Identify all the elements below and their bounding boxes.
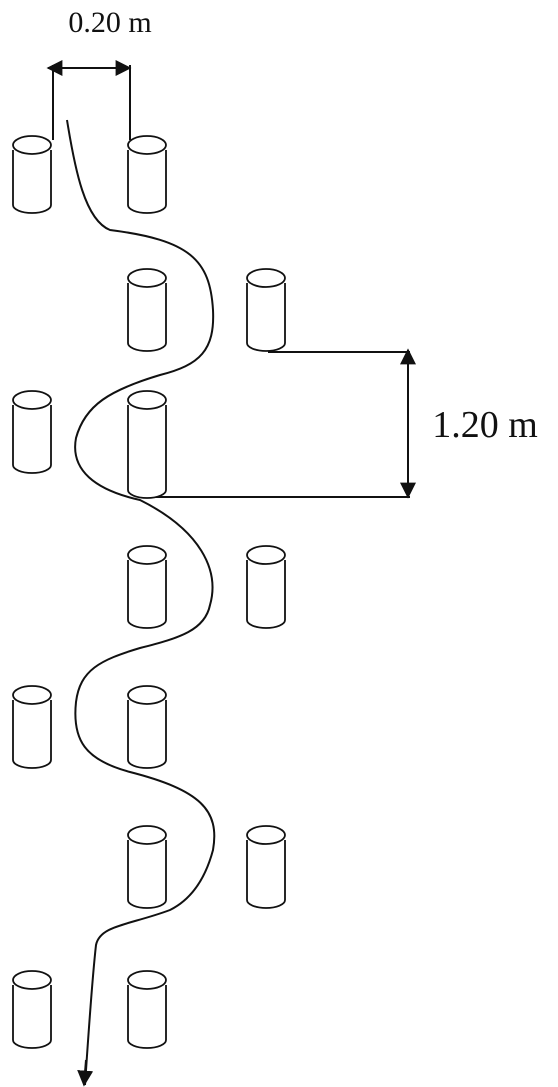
distance-dimension: 1.20 m — [147, 348, 538, 499]
cone — [127, 390, 167, 499]
slalom-path — [66, 119, 216, 1086]
cone — [127, 685, 167, 769]
path-end-arrow — [77, 1059, 94, 1087]
cone — [127, 825, 167, 909]
cone — [246, 268, 286, 352]
cone — [127, 545, 167, 629]
cone — [127, 135, 167, 214]
cone — [12, 135, 52, 214]
cone — [246, 545, 286, 629]
cone-row-4 — [127, 545, 286, 629]
spacing-label: 0.20 m — [68, 6, 151, 39]
cone — [12, 685, 52, 769]
cone-row-1 — [12, 135, 167, 214]
cone — [127, 268, 167, 352]
cone-row-2 — [127, 268, 286, 352]
cone — [12, 970, 52, 1049]
cone-row-3 — [12, 390, 167, 499]
cone — [246, 825, 286, 909]
cone — [127, 970, 167, 1049]
cone-row-7 — [12, 970, 167, 1049]
cone-row-5 — [12, 685, 167, 769]
distance-label: 1.20 m — [432, 404, 538, 446]
cone-row-6 — [127, 825, 286, 909]
cone — [12, 390, 52, 474]
width-dimension: 0.20 m — [46, 6, 152, 140]
